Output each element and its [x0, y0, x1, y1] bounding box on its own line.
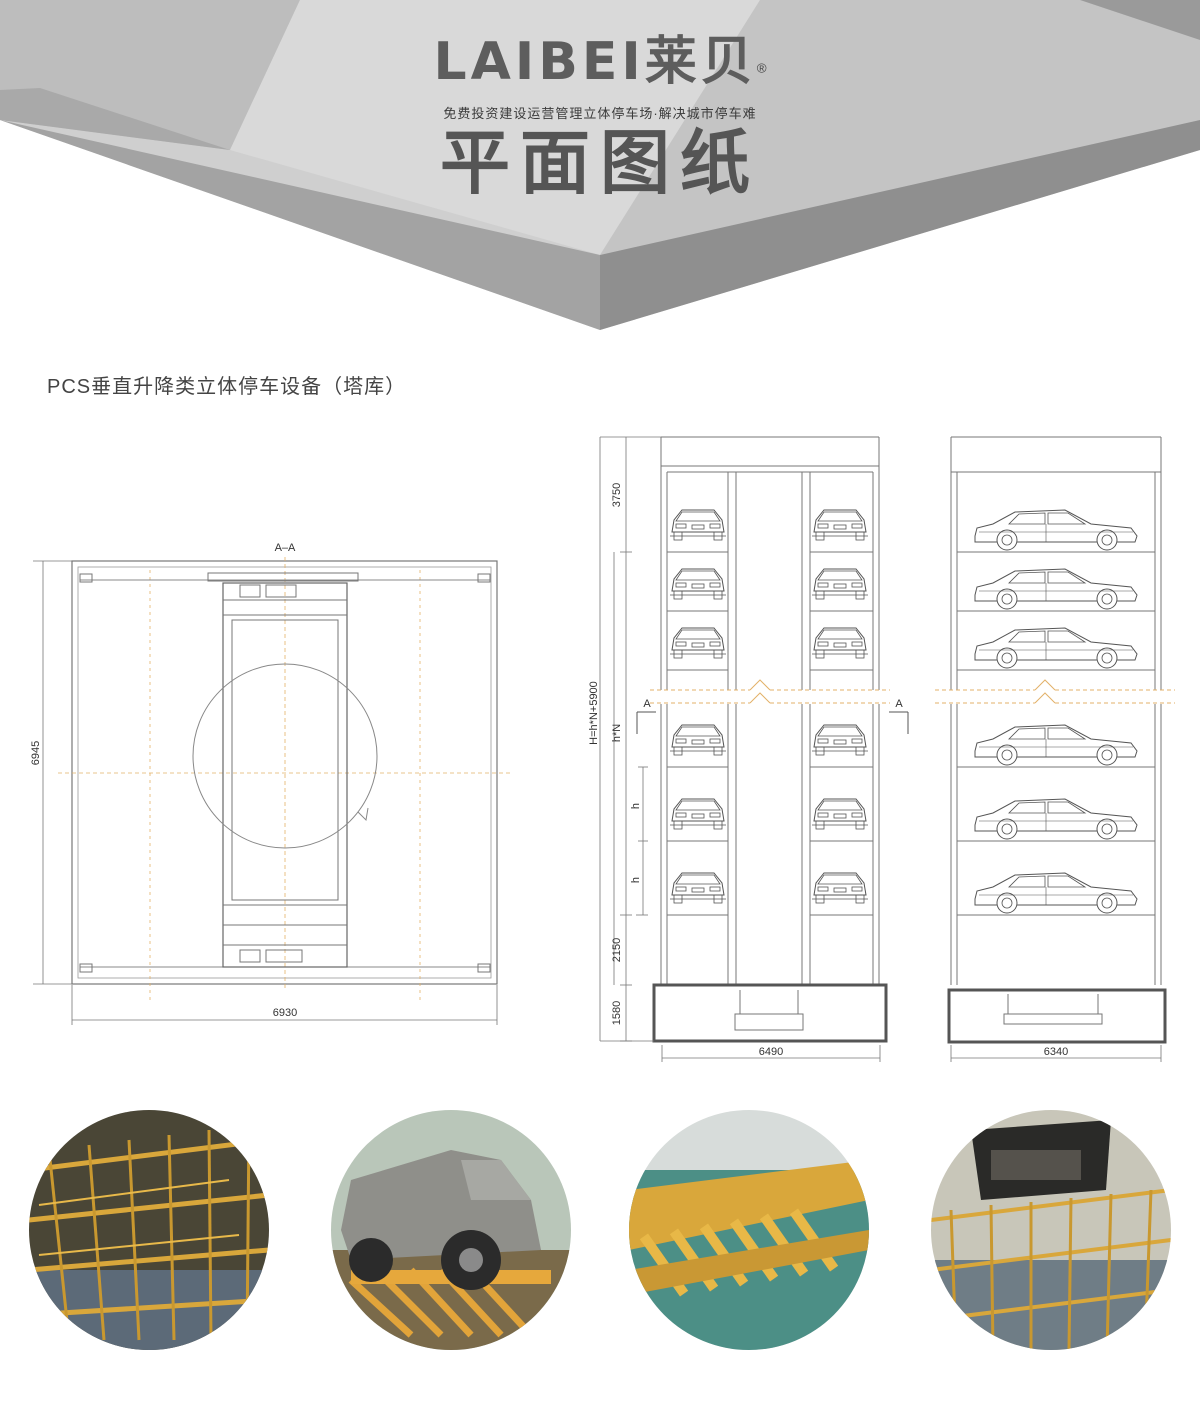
section-title: PCS垂直升降类立体停车设备（塔库） [47, 376, 407, 398]
photo-parking-tower-interior [29, 1110, 269, 1350]
front-elevation: 3750 H=h*N+5900 h*N h h 2150 1580 A A 64… [588, 436, 909, 1062]
photo-comb-lift-underside [931, 1110, 1171, 1350]
page-title: 平面图纸 [440, 122, 760, 204]
front-dim-h-2: h [630, 877, 642, 883]
registered-mark: ® [756, 60, 767, 76]
plan-depth-dim: 6945 [30, 741, 42, 765]
side-width-dim: 6340 [1044, 1046, 1068, 1058]
front-dim-bottom: 2150 [611, 938, 623, 962]
plan-width-dim: 6930 [273, 1007, 297, 1019]
brand-name: LAIBEI莱贝 [433, 32, 757, 92]
section-mark-right: A [895, 698, 903, 710]
plan-section-label: A–A [275, 542, 296, 554]
photo-yellow-comb-exchanger [629, 1110, 869, 1350]
front-dim-top: 3750 [611, 483, 623, 507]
front-dim-h-1: h [630, 803, 642, 809]
photo-car-on-comb-carrier [331, 1110, 571, 1350]
technical-drawings: A–A 6930 6945 [30, 436, 1175, 1062]
side-elevation: 6340 [935, 436, 1175, 1062]
brand-logo: LAIBEI莱贝® [0, 32, 1200, 92]
plan-view: A–A 6930 6945 [30, 542, 512, 1025]
section-mark-left: A [643, 698, 651, 710]
brand-slogan: 免费投资建设运营管理立体停车场·解决城市停车难 [443, 106, 757, 121]
hero-banner [0, 0, 1200, 330]
front-width-dim: 6490 [759, 1046, 783, 1058]
front-dim-height: H=h*N+5900 [588, 681, 600, 745]
front-dim-hn: h*N [611, 724, 623, 742]
front-dim-pit: 1580 [611, 1001, 623, 1025]
